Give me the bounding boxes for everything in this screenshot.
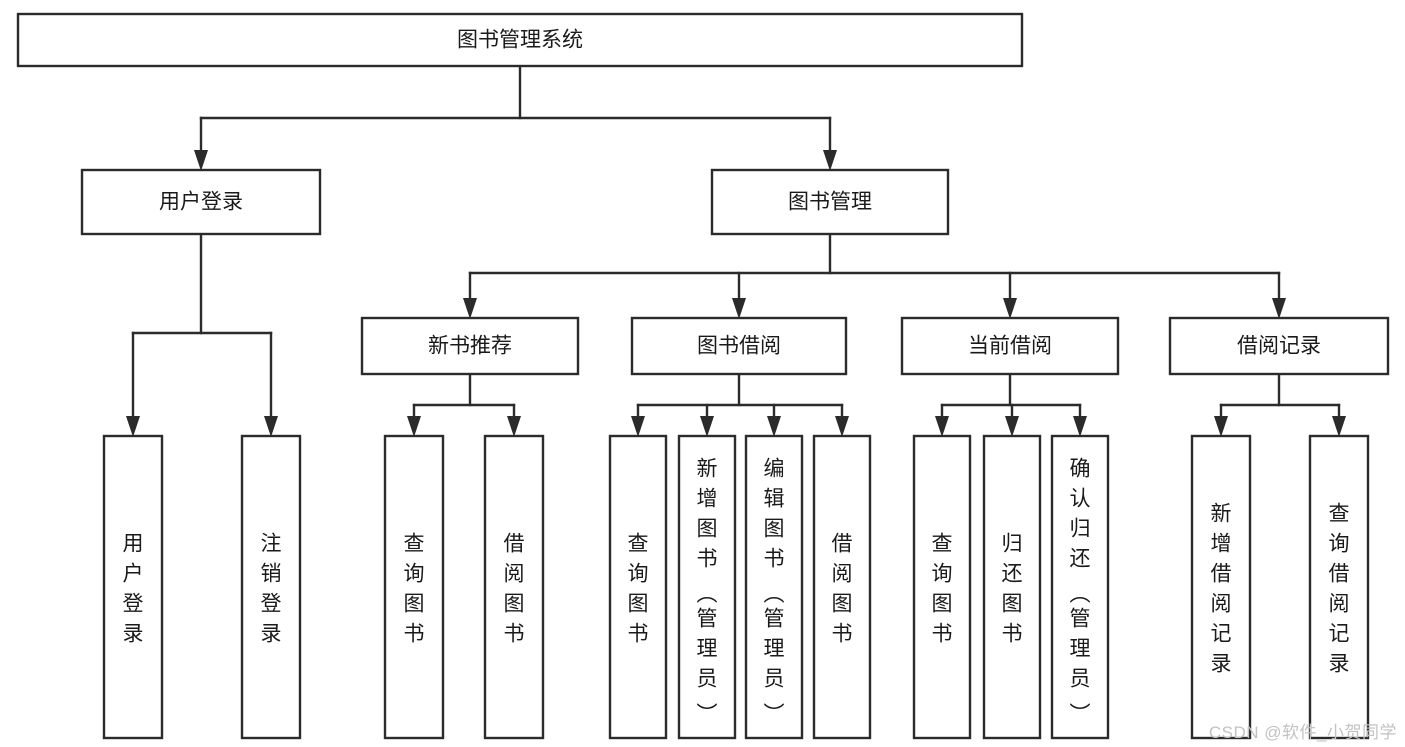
arrow-head-icon xyxy=(126,416,140,437)
arrow-head-icon xyxy=(935,416,949,437)
arrow-head-icon xyxy=(1272,298,1286,319)
connector-layer xyxy=(126,64,1346,437)
arrow-head-icon xyxy=(1214,416,1228,437)
connector-group-borrow-record xyxy=(1214,372,1346,437)
arrow-head-icon xyxy=(1332,416,1346,437)
arrow-head-icon xyxy=(194,150,208,171)
node-book-management[interactable]: 图书管理 xyxy=(710,168,950,236)
node-leaf-confirm-return[interactable]: 确认归还︵管理员︶ xyxy=(1050,434,1110,740)
node-box[interactable] xyxy=(710,168,950,236)
node-box[interactable] xyxy=(360,316,580,376)
node-label: 借阅记录 xyxy=(1237,335,1321,358)
node-label: 查询图书 xyxy=(404,532,425,645)
node-box[interactable] xyxy=(677,434,737,740)
node-label: 注销登录 xyxy=(261,532,282,645)
node-box[interactable] xyxy=(1308,434,1370,740)
node-label: 当前借阅 xyxy=(968,335,1052,358)
node-box[interactable] xyxy=(608,434,668,740)
node-box[interactable] xyxy=(1050,434,1110,740)
node-label: 图书管理 xyxy=(788,191,872,214)
node-label: 借阅图书 xyxy=(832,532,853,645)
node-layer: 图书管理系统用户登录图书管理新书推荐图书借阅当前借阅借阅记录用户登录注销登录查询… xyxy=(16,12,1390,740)
node-leaf-borrow-book-2[interactable]: 借阅图书 xyxy=(812,434,872,740)
node-box[interactable] xyxy=(16,12,1024,68)
node-current-borrow[interactable]: 当前借阅 xyxy=(900,316,1120,376)
arrow-head-icon xyxy=(1003,298,1017,319)
node-label: 查询图书 xyxy=(628,532,649,645)
arrow-head-icon xyxy=(700,416,714,437)
node-box[interactable] xyxy=(240,434,302,740)
node-box[interactable] xyxy=(912,434,972,740)
node-label: 新书推荐 xyxy=(428,335,512,358)
arrow-head-icon xyxy=(732,298,746,319)
node-box[interactable] xyxy=(630,316,848,376)
arrow-head-icon xyxy=(1005,416,1019,437)
node-box[interactable] xyxy=(812,434,872,740)
connector-group-new-book-recommend xyxy=(407,372,521,437)
node-user-login[interactable]: 用户登录 xyxy=(80,168,322,236)
node-label: 确认归还︵管理员︶ xyxy=(1070,457,1091,726)
node-box[interactable] xyxy=(982,434,1042,740)
node-leaf-borrow-book-1[interactable]: 借阅图书 xyxy=(483,434,545,740)
node-label: 图书管理系统 xyxy=(457,29,583,52)
node-leaf-query-book-3[interactable]: 查询图书 xyxy=(912,434,972,740)
arrow-head-icon xyxy=(407,416,421,437)
node-leaf-query-book-1[interactable]: 查询图书 xyxy=(383,434,445,740)
node-box[interactable] xyxy=(900,316,1120,376)
connector-group-book-management xyxy=(463,232,1286,319)
arrow-head-icon xyxy=(823,150,837,171)
connector-group-root xyxy=(194,64,837,171)
arrow-head-icon xyxy=(835,416,849,437)
node-new-book-recommend[interactable]: 新书推荐 xyxy=(360,316,580,376)
arrow-head-icon xyxy=(264,416,278,437)
node-label: 查询图书 xyxy=(932,532,953,645)
arrow-head-icon xyxy=(463,298,477,319)
node-leaf-query-record[interactable]: 查询借阅记录 xyxy=(1308,434,1370,740)
node-leaf-return-book[interactable]: 归还图书 xyxy=(982,434,1042,740)
arrow-head-icon xyxy=(1073,416,1087,437)
node-leaf-logout[interactable]: 注销登录 xyxy=(240,434,302,740)
arrow-head-icon xyxy=(767,416,781,437)
node-box[interactable] xyxy=(80,168,322,236)
node-leaf-add-book[interactable]: 新增图书︵管理员︶ xyxy=(677,434,737,740)
node-leaf-query-book-2[interactable]: 查询图书 xyxy=(608,434,668,740)
node-label: 新增图书︵管理员︶ xyxy=(697,457,718,726)
node-label: 编辑图书︵管理员︶ xyxy=(764,457,785,726)
connector-group-user-login xyxy=(126,232,278,437)
connector-group-current-borrow xyxy=(935,372,1087,437)
node-label: 归还图书 xyxy=(1002,532,1023,645)
node-leaf-edit-book[interactable]: 编辑图书︵管理员︶ xyxy=(744,434,804,740)
node-label: 图书借阅 xyxy=(697,335,781,358)
node-leaf-user-login[interactable]: 用户登录 xyxy=(102,434,164,740)
node-label: 新增借阅记录 xyxy=(1211,502,1232,675)
arrow-head-icon xyxy=(631,416,645,437)
node-label: 用户登录 xyxy=(123,532,144,645)
node-borrow-record[interactable]: 借阅记录 xyxy=(1168,316,1390,376)
node-book-borrow[interactable]: 图书借阅 xyxy=(630,316,848,376)
csdn-watermark: CSDN @软件_小贺同学 xyxy=(1208,723,1397,742)
node-box[interactable] xyxy=(744,434,804,740)
node-root[interactable]: 图书管理系统 xyxy=(16,12,1024,68)
node-box[interactable] xyxy=(383,434,445,740)
node-label: 用户登录 xyxy=(159,191,243,214)
node-label: 借阅图书 xyxy=(504,532,525,645)
node-box[interactable] xyxy=(1190,434,1252,740)
arrow-head-icon xyxy=(507,416,521,437)
node-box[interactable] xyxy=(483,434,545,740)
connector-group-book-borrow xyxy=(631,372,849,437)
node-label: 查询借阅记录 xyxy=(1329,502,1350,675)
node-leaf-add-record[interactable]: 新增借阅记录 xyxy=(1190,434,1252,740)
node-box[interactable] xyxy=(1168,316,1390,376)
node-box[interactable] xyxy=(102,434,164,740)
